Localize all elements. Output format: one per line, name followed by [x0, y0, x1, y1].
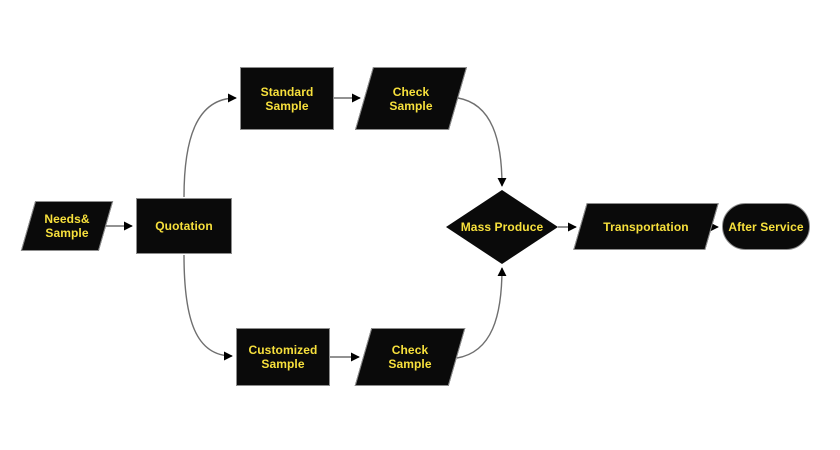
flow-edge-quotation-to-standard [183, 93, 237, 198]
flow-node-check_bot[interactable]: Check Sample [354, 328, 466, 386]
parallelogram-shape [20, 201, 114, 251]
flow-node-label-after: After Service [728, 219, 804, 234]
flow-node-label-quotation: Quotation [155, 219, 213, 233]
flow-node-customized[interactable]: Customized Sample [236, 328, 330, 386]
parallelogram-shape [573, 203, 719, 250]
flow-node-quotation[interactable]: Quotation [136, 198, 232, 254]
flow-edge-check_top-to-mass [457, 97, 507, 187]
flow-node-mass[interactable]: Mass Produce [446, 190, 558, 264]
parallelogram-shape [354, 328, 466, 386]
flow-node-after[interactable]: After Service [722, 203, 810, 250]
flow-node-label-customized: Customized Sample [248, 343, 318, 371]
flow-node-transport[interactable]: Transportation [573, 203, 719, 250]
flow-node-needs[interactable]: Needs& Sample [20, 201, 114, 251]
flow-node-check_top[interactable]: Check Sample [354, 67, 468, 130]
flow-edge-check_bot-to-mass [456, 267, 507, 359]
flow-node-standard[interactable]: Standard Sample [240, 67, 334, 130]
diamond-shape [446, 190, 558, 264]
flow-edge-quotation-to-customized [183, 254, 233, 361]
parallelogram-shape [354, 67, 468, 130]
flow-node-label-standard: Standard Sample [260, 84, 314, 113]
